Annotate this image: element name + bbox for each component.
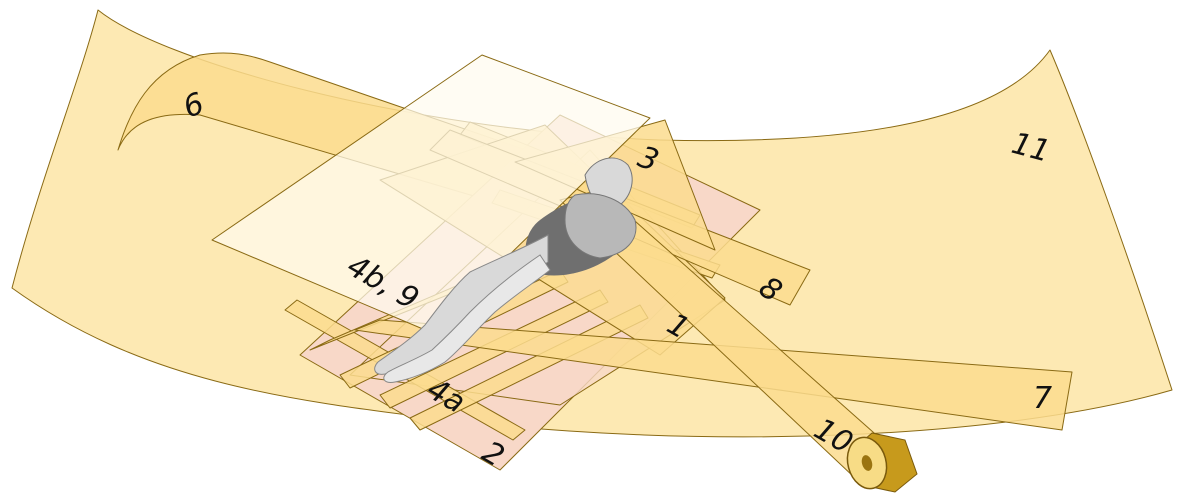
reclining-body-icon [374,157,637,383]
bandage-roll-icon [846,432,918,493]
label-7: 7 [1033,381,1052,416]
sheet-4b-9 [211,54,651,333]
